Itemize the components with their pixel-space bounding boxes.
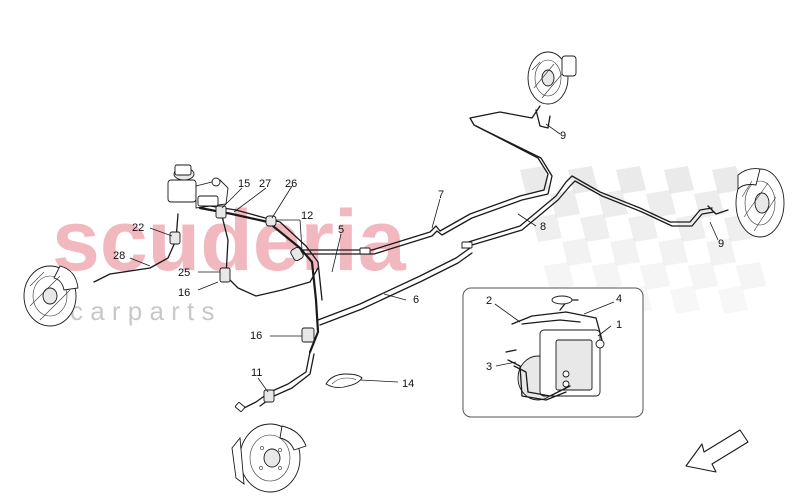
master-cylinder-icon	[167, 164, 229, 209]
brake-disc-icon	[527, 51, 577, 105]
watermark-checker-cell	[628, 214, 658, 242]
brake-disc-icon	[735, 168, 785, 238]
callout-15: 15	[238, 178, 250, 190]
gasket-ring	[325, 373, 363, 389]
watermark-checker-cell	[718, 286, 748, 314]
watermark-checker-cell	[544, 262, 574, 290]
watermark-checker-cell	[568, 166, 598, 194]
watermark-sub: c a r p a r t s	[70, 296, 215, 326]
callout-3: 3	[486, 361, 492, 373]
callout-26: 26	[285, 178, 297, 190]
brake-disc-icon	[231, 423, 307, 493]
callout-14: 14	[402, 378, 414, 390]
callout-1: 1	[616, 319, 622, 331]
watermark-checker-cell	[670, 286, 700, 314]
callout-28: 28	[113, 250, 125, 262]
leader-lines	[129, 123, 719, 393]
watermark-checker-cell	[550, 190, 580, 218]
watermark-checker-cell	[706, 238, 736, 266]
watermark-checker-cell	[688, 262, 718, 290]
callout-6: 6	[413, 294, 419, 306]
watermark-checker-cell	[610, 238, 640, 266]
callout-12: 12	[301, 210, 313, 222]
callout-9-top: 9	[560, 130, 566, 142]
watermark-checker-cell	[664, 166, 694, 194]
watermark-checker-cell	[616, 166, 646, 194]
pipe-clips	[169, 205, 473, 412]
callout-5: 5	[338, 224, 344, 236]
watermark-checker-cell	[658, 238, 688, 266]
callout-22: 22	[132, 222, 144, 234]
brake-disc-icon	[23, 265, 79, 327]
front-direction-arrow-icon	[685, 429, 749, 473]
callout-25: 25	[178, 267, 190, 279]
brake-pipes	[93, 105, 729, 409]
watermark-checker-cell	[736, 262, 766, 290]
callout-16-left: 16	[178, 287, 190, 299]
watermark-checker-cell	[646, 190, 676, 218]
watermark-checker-cell	[592, 262, 622, 290]
watermark-checker-cell	[694, 190, 724, 218]
callout-9-right: 9	[718, 238, 724, 250]
watermark-checker-cell	[580, 214, 610, 242]
watermark-checker-cell	[532, 214, 562, 242]
watermark-checker-cell	[562, 238, 592, 266]
watermark-checker-cell	[712, 166, 742, 194]
callout-4: 4	[616, 293, 622, 305]
callout-2: 2	[486, 295, 492, 307]
callout-7: 7	[438, 189, 444, 201]
callout-11: 11	[251, 367, 262, 379]
callout-8: 8	[540, 221, 546, 233]
callout-16-lower: 16	[250, 330, 262, 342]
abs-module-icon	[505, 295, 605, 401]
watermark-checker-cell	[520, 166, 550, 194]
watermark-checker-cell	[640, 262, 670, 290]
callout-labels: 1 2 3 4 5 6 7 8 9 9 11 12 14 15 16 16 22…	[113, 130, 724, 390]
watermark-checker-cell	[676, 214, 706, 242]
callout-27: 27	[259, 178, 271, 190]
